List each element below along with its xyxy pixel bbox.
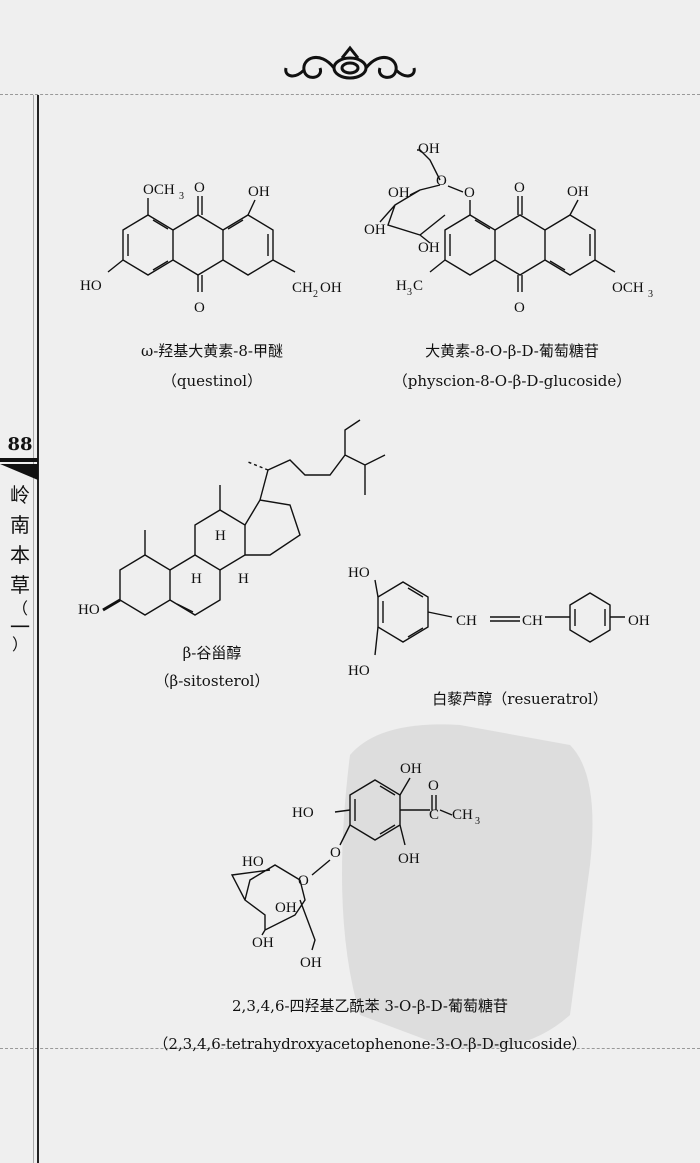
- compound-name-cn: ω-羟基大黄素-8-甲醚: [141, 342, 283, 360]
- atom-label: H: [191, 571, 202, 587]
- atom-label: H: [215, 528, 226, 544]
- compound-name-cn: 白藜芦醇（resueratrol）: [432, 690, 608, 708]
- compound-name-cn: 2,3,4,6-四羟基乙酰苯 3-O-β-D-葡萄糖苷: [232, 997, 508, 1015]
- atom-label: OH: [418, 240, 440, 256]
- atom-label: C: [413, 278, 423, 294]
- compound-name-cn: 大黄素-8-O-β-D-葡萄糖苷: [425, 342, 599, 360]
- atom-label: 2: [313, 289, 318, 300]
- atom-label: OH: [364, 222, 386, 238]
- seal-watermark: [342, 724, 593, 1049]
- book-title-vertical: 岭 南 本 草 （ 一 ）: [6, 480, 34, 654]
- atom-label: OH: [300, 955, 322, 971]
- atom-label: OH: [388, 185, 410, 201]
- compound-name-en: （questinol）: [161, 372, 263, 390]
- atom-label: O: [330, 845, 341, 861]
- atom-label: C: [429, 807, 439, 823]
- page-number: 88: [7, 434, 33, 455]
- atom-label: HO: [242, 854, 264, 870]
- atom-label: OH: [252, 935, 274, 951]
- atom-label: OCH: [612, 280, 644, 296]
- title-char: 一: [10, 615, 30, 639]
- margin-line-thin: [33, 95, 34, 1163]
- bottom-rule: [0, 1048, 700, 1049]
- atom-label: OH: [400, 761, 422, 777]
- title-char: 草: [10, 573, 30, 597]
- atom-label: O: [514, 180, 525, 196]
- atom-label: CH: [292, 280, 313, 296]
- atom-label: CH: [456, 613, 477, 629]
- compound-name-en: （2,3,4,6-tetrahydroxyacetophenone-3-O-β-…: [153, 1035, 587, 1053]
- atom-label: OH: [398, 851, 420, 867]
- atom-label: O: [428, 778, 439, 794]
- atom-label: CH: [452, 807, 473, 823]
- atom-label: OH: [418, 141, 440, 157]
- atom-label: HO: [348, 565, 370, 581]
- title-char: （: [11, 599, 28, 618]
- atom-label: 3: [179, 191, 184, 202]
- atom-label: O: [464, 185, 475, 201]
- top-rule: [0, 94, 700, 95]
- compound-name-cn: β-谷甾醇: [182, 644, 242, 662]
- atom-label: O: [194, 180, 205, 196]
- tab-marker: [0, 458, 38, 480]
- atom-label: HO: [80, 278, 102, 294]
- atom-label: OH: [567, 184, 589, 200]
- atom-label: HO: [348, 663, 370, 679]
- margin-line: [37, 95, 39, 1163]
- ornament-icon: [284, 45, 416, 80]
- atom-label: 3: [475, 816, 480, 827]
- atom-label: O: [514, 300, 525, 316]
- title-char: 南: [10, 513, 30, 537]
- atom-label: H: [238, 571, 249, 587]
- title-char: 本: [10, 543, 30, 567]
- compound-name-en: （physcion-8-O-β-D-glucoside）: [392, 372, 632, 390]
- atom-label: CH: [522, 613, 543, 629]
- title-char: 岭: [10, 483, 30, 507]
- compound-name-en: （β-sitosterol）: [154, 672, 270, 690]
- title-char: ）: [11, 635, 28, 654]
- atom-label: 3: [407, 287, 412, 298]
- atom-label: OH: [320, 280, 342, 296]
- atom-label: 3: [648, 289, 653, 300]
- atom-label: H: [396, 278, 407, 294]
- atom-label: OH: [248, 184, 270, 200]
- atom-label: O: [298, 873, 309, 889]
- atom-label: O: [436, 173, 447, 189]
- atom-label: OH: [275, 900, 297, 916]
- atom-label: OCH: [143, 182, 175, 198]
- atom-label: O: [194, 300, 205, 316]
- atom-label: HO: [292, 805, 314, 821]
- atom-label: OH: [628, 613, 650, 629]
- atom-label: HO: [78, 602, 100, 618]
